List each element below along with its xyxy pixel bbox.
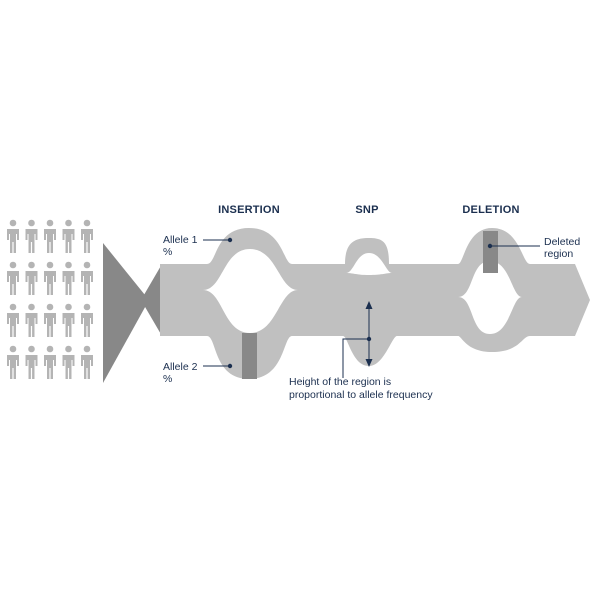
population-funnel [103,243,162,383]
height-note-leader-line [342,338,369,378]
inserted-sequence-band [242,333,257,379]
allele2-marker-dot [227,363,233,369]
allele2-label: Allele 2 % [163,361,200,385]
person-icon [62,219,75,253]
annotation-markers [203,237,540,378]
person-icon [44,303,56,337]
height-arrow-down-icon [365,359,373,367]
person-icon [81,261,93,295]
deleted-sequence-band [483,231,498,273]
person-icon [7,303,19,337]
population-grid [7,219,93,379]
ribbon-shape [160,228,590,379]
person-icon [44,261,56,295]
person-icon [62,303,75,337]
person-icon [44,345,56,379]
height-arrow-up-icon [365,301,373,309]
person-icon [7,261,19,295]
person-icon [62,261,75,295]
insertion-heading: INSERTION [218,204,280,216]
person-icon [81,219,93,253]
height-note-label: Height of the region is proportional to … [289,376,433,401]
funnel-triangle-left [103,243,149,383]
person-icon [81,345,93,379]
allele-ribbon [160,228,590,379]
allele1-marker-dot [227,237,233,243]
deletion-heading: DELETION [462,204,519,216]
person-icon [44,219,56,253]
person-icon [25,219,38,253]
person-icon [25,261,38,295]
deleted-region-label: Deleted region [544,236,583,260]
person-icon [25,345,38,379]
person-icon [81,303,93,337]
snp-heading: SNP [355,204,378,216]
funnel-triangle-right [141,264,162,336]
person-icon [7,345,19,379]
person-icon [7,219,19,253]
allele1-label: Allele 1 % [163,234,200,258]
deleted-region-marker-dot [487,243,493,249]
person-icon [25,303,38,337]
person-icon [62,345,75,379]
